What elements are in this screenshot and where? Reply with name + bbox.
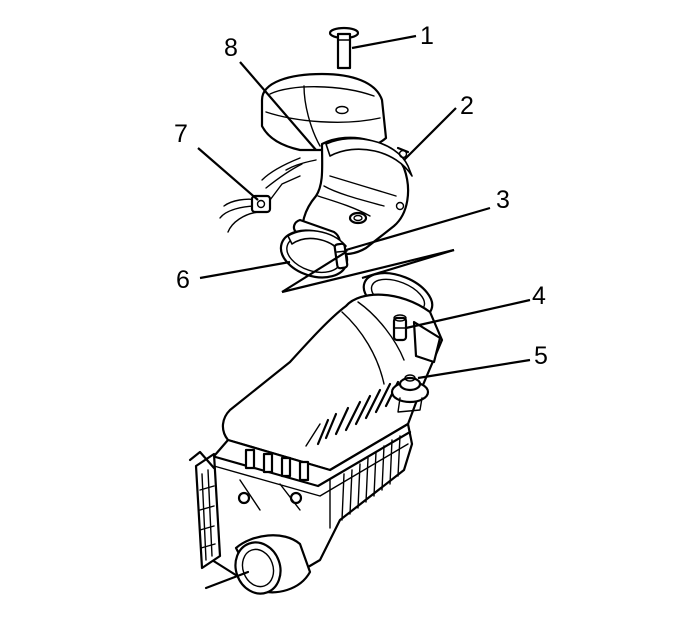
resonator-bowl bbox=[260, 72, 388, 153]
leader-1 bbox=[351, 34, 417, 50]
leader-3b bbox=[281, 248, 455, 294]
leader-3a bbox=[345, 206, 491, 252]
side-bracket bbox=[412, 320, 442, 364]
end-face-grating bbox=[199, 469, 216, 561]
callout-3: 3 bbox=[496, 186, 510, 214]
leader-4 bbox=[405, 298, 531, 330]
leader-3d bbox=[361, 248, 455, 280]
screw-1 bbox=[328, 26, 360, 70]
outlet-duct-assembly bbox=[260, 72, 413, 279]
callout-5: 5 bbox=[534, 342, 548, 370]
callout-6: 6 bbox=[176, 266, 190, 294]
leader-6 bbox=[199, 260, 291, 280]
air-cleaner-housing bbox=[188, 271, 444, 595]
leader-7 bbox=[197, 147, 259, 201]
leader-lines bbox=[197, 34, 531, 380]
callout-7: 7 bbox=[174, 120, 188, 148]
leader-8 bbox=[239, 61, 317, 151]
leader-3c bbox=[281, 251, 347, 293]
screw-hole bbox=[335, 105, 349, 115]
clamp-band-2 bbox=[325, 137, 413, 177]
callout-4: 4 bbox=[532, 282, 546, 310]
callout-8: 8 bbox=[224, 34, 238, 62]
bolt-grommet-5 bbox=[390, 374, 430, 413]
callout-2: 2 bbox=[460, 92, 474, 120]
housing-upper-body bbox=[221, 293, 444, 472]
sensor-port bbox=[348, 211, 368, 225]
housing-latches bbox=[237, 448, 310, 511]
leader-2 bbox=[403, 107, 457, 161]
leader-5 bbox=[417, 358, 531, 380]
grommet-stud-4 bbox=[392, 314, 408, 342]
callout-labels: 1 2 3 4 5 6 7 8 bbox=[174, 22, 548, 370]
callout-1: 1 bbox=[420, 22, 434, 50]
